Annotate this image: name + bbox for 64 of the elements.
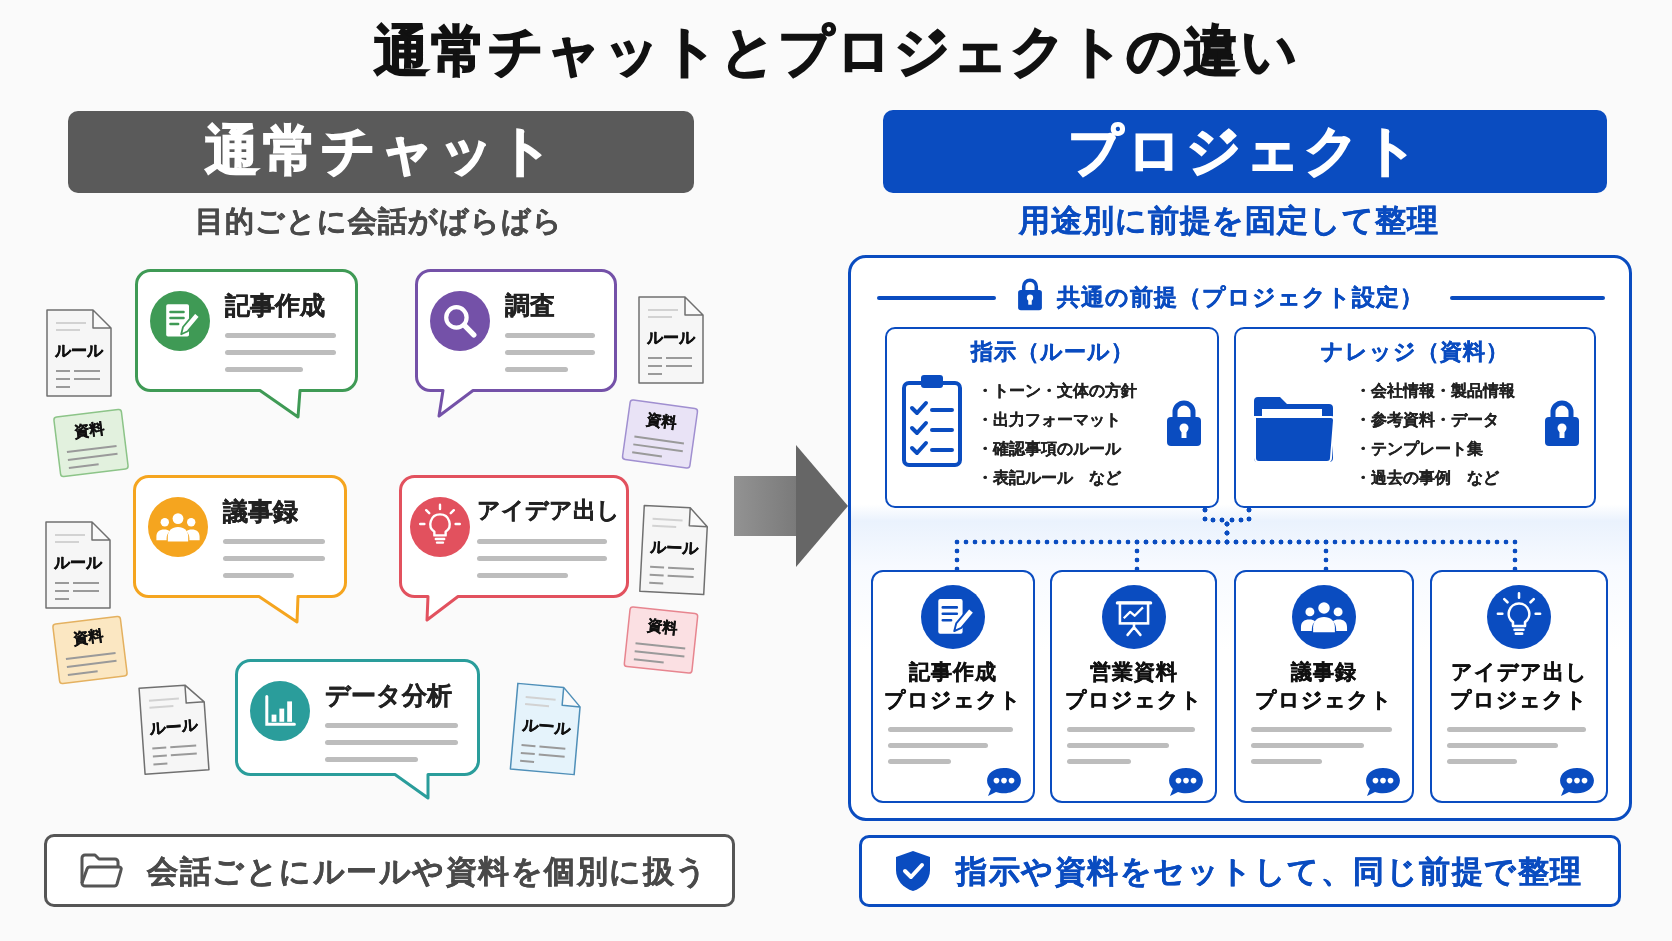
- chat-title: アイデア出し: [477, 496, 620, 525]
- card-label: 資料: [73, 419, 106, 442]
- project-settings-panel: [848, 255, 1632, 821]
- project-card: [1430, 570, 1608, 803]
- project-title: 記事作成: [909, 659, 997, 686]
- project-title: プロジェクト: [884, 687, 1022, 714]
- project-title: 営業資料: [1089, 659, 1178, 686]
- document-label: ルール: [647, 328, 695, 348]
- bullet-item: ・表記ルール など: [977, 468, 1121, 488]
- document-page: [509, 682, 583, 776]
- speech-bubble: [415, 269, 617, 419]
- project-card: [871, 570, 1035, 803]
- document-page: [46, 309, 112, 397]
- chat-title: 記事作成: [225, 290, 325, 322]
- card-title: 指示（ルール）: [970, 338, 1134, 366]
- section-heading: 共通の前提（プロジェクト設定）: [1057, 283, 1424, 312]
- chat-title: 議事録: [223, 496, 298, 528]
- summary-bar: [44, 834, 735, 907]
- diagram-title: 通常チャットとプロジェクトの違い: [373, 18, 1299, 84]
- project-card: [1234, 570, 1414, 803]
- header-title: 通常チャット: [205, 119, 557, 182]
- project-title: アイデア出し: [1450, 659, 1588, 686]
- document-page: [45, 521, 111, 609]
- project-title: プロジェクト: [1064, 687, 1203, 714]
- summary-bar: [859, 835, 1621, 907]
- bullet-item: ・参考資料・データ: [1355, 410, 1499, 430]
- document-page: [638, 296, 704, 384]
- bullet-item: ・テンプレート集: [1355, 439, 1483, 459]
- summary-text: 指示や資料をセットして、同じ前提で整理: [956, 851, 1583, 891]
- bullet-item: ・確認事項のルール: [977, 439, 1121, 459]
- header-bar: [68, 111, 694, 193]
- project-card: [1050, 570, 1217, 803]
- speech-bubble: [135, 269, 358, 420]
- subtitle: 用途別に前提を固定して整理: [1019, 201, 1439, 240]
- bullet-item: ・会社情報・製品情報: [1355, 381, 1515, 401]
- project-title: プロジェクト: [1450, 687, 1588, 714]
- arrow: [734, 445, 848, 567]
- settings-card: [885, 327, 1219, 508]
- document-label: ルール: [55, 341, 103, 361]
- speech-bubble: [399, 475, 629, 623]
- speech-bubble: [133, 475, 347, 625]
- document-page: [138, 682, 210, 776]
- card-label: 資料: [646, 616, 679, 639]
- card-label: 資料: [645, 410, 678, 433]
- document-label: ルール: [54, 553, 102, 573]
- subtitle: 目的ごとに会話がばらばら: [195, 203, 563, 240]
- header-bar: [883, 110, 1607, 193]
- document-label: ルール: [649, 536, 699, 560]
- document-label: ルール: [521, 714, 571, 740]
- summary-text: 会話ごとにルールや資料を個別に扱う: [147, 851, 709, 890]
- bullet-item: ・トーン・文体の方針: [977, 381, 1137, 401]
- speech-bubble: [235, 659, 480, 801]
- chat-title: データ分析: [325, 680, 452, 712]
- card-title: ナレッジ（資料）: [1321, 338, 1509, 366]
- settings-card: [1234, 327, 1596, 508]
- header-title: プロジェクト: [1068, 119, 1422, 182]
- document-page: [638, 504, 710, 596]
- project-title: 議事録: [1291, 659, 1357, 686]
- bullet-item: ・出力フォーマット: [977, 410, 1121, 430]
- card-label: 資料: [72, 626, 105, 649]
- chat-title: 調査: [505, 290, 555, 322]
- bullet-item: ・過去の事例 など: [1355, 468, 1499, 488]
- project-title: プロジェクト: [1255, 687, 1393, 714]
- document-label: ルール: [149, 715, 199, 739]
